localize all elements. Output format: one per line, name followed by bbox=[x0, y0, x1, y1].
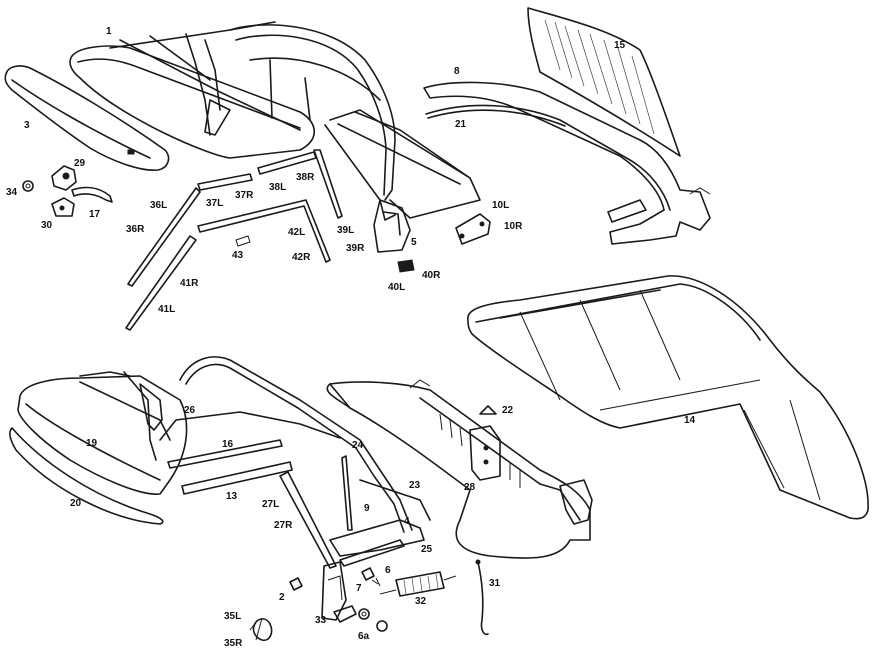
label-part-22: 22 bbox=[502, 405, 514, 416]
label-part-34: 34 bbox=[6, 187, 18, 198]
label-part-10R: 10R bbox=[504, 221, 523, 232]
label-part-16: 16 bbox=[222, 439, 234, 450]
label-part-27L: 27L bbox=[262, 499, 280, 510]
part-3-rear-rail bbox=[4, 65, 170, 171]
lower-frame-assembly bbox=[9, 356, 431, 621]
label-part-36L: 36L bbox=[150, 200, 168, 211]
label-part-29: 29 bbox=[74, 158, 86, 169]
label-part-30: 30 bbox=[41, 220, 53, 231]
label-part-26: 26 bbox=[184, 405, 196, 416]
rear-deck-panel bbox=[326, 379, 593, 559]
rear-window-assembly bbox=[423, 7, 711, 245]
label-part-33: 33 bbox=[315, 615, 327, 626]
label-part-3: 3 bbox=[24, 120, 30, 131]
label-part-7: 7 bbox=[356, 583, 362, 594]
label-part-41R: 41R bbox=[180, 278, 199, 289]
label-part-27R: 27R bbox=[274, 520, 293, 531]
label-part-4: 4 bbox=[404, 516, 410, 527]
label-part-13: 13 bbox=[226, 491, 238, 502]
small-hardware-left bbox=[22, 165, 113, 217]
label-part-14: 14 bbox=[684, 415, 696, 426]
part-40-pad bbox=[397, 259, 415, 273]
label-part-8: 8 bbox=[454, 66, 460, 77]
label-part-24: 24 bbox=[352, 440, 364, 451]
label-part-6a: 6a bbox=[358, 631, 370, 642]
small-hardware-bottom bbox=[249, 559, 489, 642]
label-part-25: 25 bbox=[421, 544, 433, 555]
label-part-31: 31 bbox=[489, 578, 501, 589]
label-part-20: 20 bbox=[70, 498, 82, 509]
label-part-32: 32 bbox=[415, 596, 427, 607]
label-part-5: 5 bbox=[411, 237, 417, 248]
part-10-bracket bbox=[455, 213, 491, 245]
label-part-6: 6 bbox=[385, 565, 391, 576]
label-part-37R: 37R bbox=[235, 190, 254, 201]
label-part-21: 21 bbox=[455, 119, 467, 130]
label-part-43: 43 bbox=[232, 250, 244, 261]
label-part-38R: 38R bbox=[296, 172, 315, 183]
label-part-28: 28 bbox=[464, 482, 476, 493]
label-part-38L: 38L bbox=[269, 182, 287, 193]
label-part-40R: 40R bbox=[422, 270, 441, 281]
label-part-36R: 36R bbox=[126, 224, 145, 235]
label-part-1: 1 bbox=[106, 26, 112, 37]
label-part-35R: 35R bbox=[224, 638, 243, 649]
label-part-39R: 39R bbox=[346, 243, 365, 254]
part-1-upper-frame bbox=[69, 21, 481, 253]
label-part-39L: 39L bbox=[337, 225, 355, 236]
label-part-10L: 10L bbox=[492, 200, 510, 211]
weather-strip-channels bbox=[125, 149, 343, 331]
label-part-23: 23 bbox=[409, 480, 421, 491]
label-part-35L: 35L bbox=[224, 611, 242, 622]
part-14-soft-top bbox=[467, 275, 869, 520]
label-part-17: 17 bbox=[89, 209, 101, 220]
label-part-2: 2 bbox=[279, 592, 285, 603]
label-part-40L: 40L bbox=[388, 282, 406, 293]
label-part-42L: 42L bbox=[288, 227, 306, 238]
label-part-37L: 37L bbox=[206, 198, 224, 209]
label-part-41L: 41L bbox=[158, 304, 176, 315]
label-part-9: 9 bbox=[364, 503, 370, 514]
label-part-19: 19 bbox=[86, 438, 98, 449]
label-part-42R: 42R bbox=[292, 252, 311, 263]
label-part-15: 15 bbox=[614, 40, 626, 51]
